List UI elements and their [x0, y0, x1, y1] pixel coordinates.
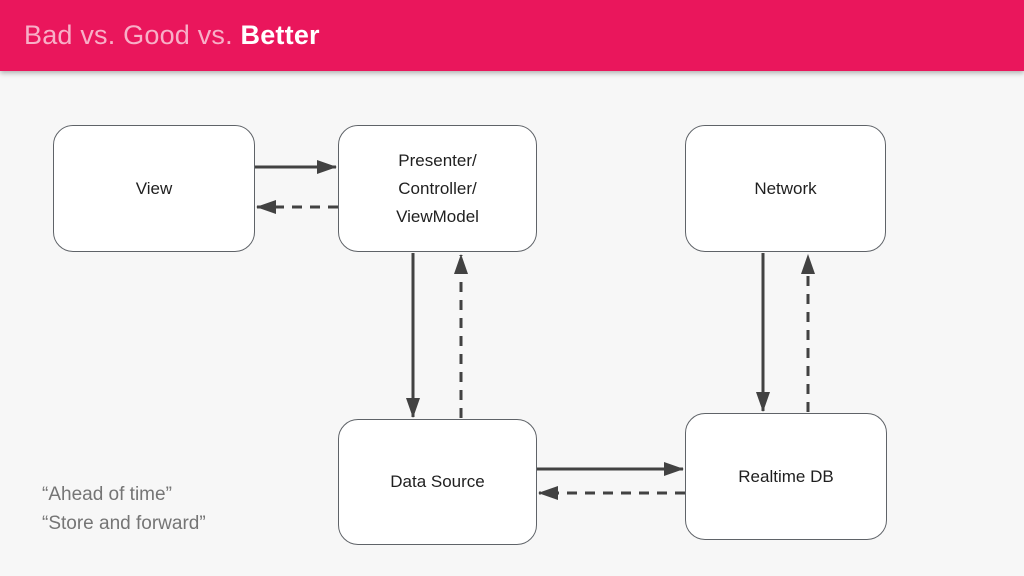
node-data-source-label: Data Source	[390, 472, 485, 491]
quote-ahead-of-time: “Ahead of time”	[42, 484, 172, 505]
node-realtime-db: Realtime DB	[685, 413, 887, 540]
quote-store-and-forward: “Store and forward”	[42, 513, 206, 534]
node-data-source: Data Source	[338, 419, 537, 545]
diagram-canvas: View Presenter/ Controller/ ViewModel Ne…	[0, 71, 1024, 576]
slide-header: Bad vs. Good vs. Better	[0, 0, 1024, 71]
node-network: Network	[685, 125, 886, 252]
node-network-label: Network	[754, 178, 817, 198]
node-presenter-line-3: ViewModel	[396, 206, 479, 226]
node-realtime-db-label: Realtime DB	[738, 466, 834, 486]
node-view-label: View	[135, 178, 173, 198]
slide-title-light: Bad vs. Good vs.	[24, 20, 233, 50]
node-view: View	[53, 125, 255, 252]
node-presenter-line-2: Controller/	[398, 178, 477, 198]
node-presenter-line-1: Presenter/	[398, 150, 477, 170]
slide-title: Bad vs. Good vs. Better	[24, 20, 320, 51]
quotes: “Ahead of time” “Store and forward”	[42, 480, 206, 538]
slide-title-bold: Better	[240, 20, 320, 50]
node-presenter: Presenter/ Controller/ ViewModel	[338, 125, 537, 252]
diagram-arrows	[255, 160, 815, 500]
